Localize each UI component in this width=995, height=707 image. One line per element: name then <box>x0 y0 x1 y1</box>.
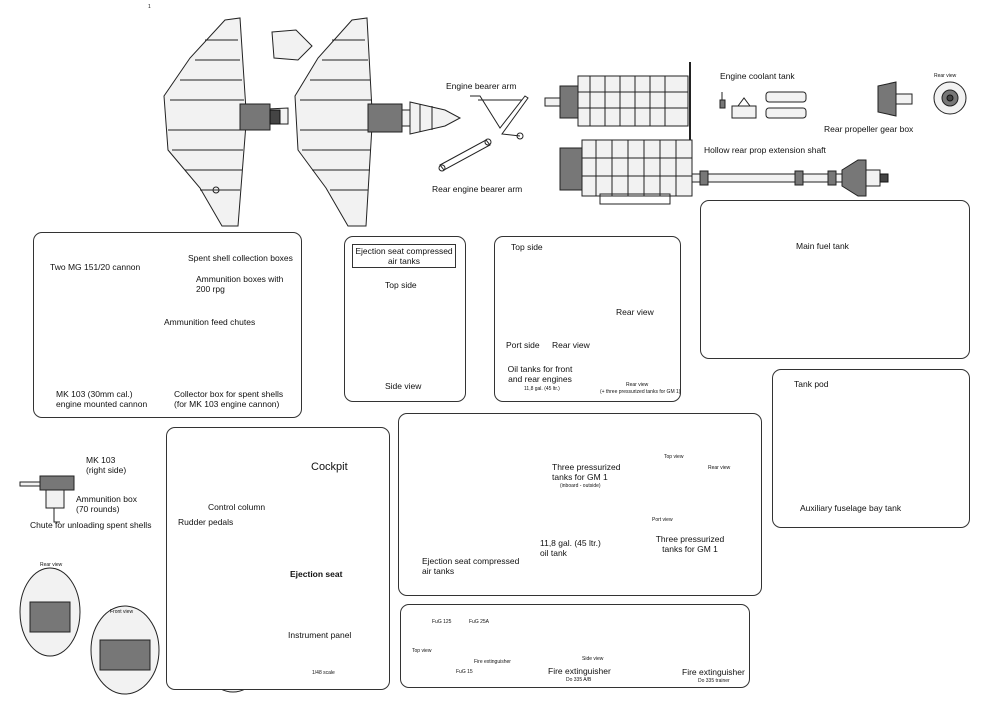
mk103-side-drawing <box>19 475 160 695</box>
control-column-label: Control column <box>208 502 266 512</box>
three-tanks-label: Three pressurized tanks for GM 1 <box>552 462 621 482</box>
oil-top-side: Top side <box>511 242 543 252</box>
fug15-label: FuG 15 <box>456 669 473 675</box>
instrument-panel-label: Instrument panel <box>288 630 352 640</box>
ejection-air-panel <box>344 236 466 402</box>
engine-bearer-arm <box>470 95 529 140</box>
fire-ext-1-note: Do 335 A/B <box>566 677 592 683</box>
oil-tank-label: 11,8 gal. (45 ltr.) oil tank <box>540 538 601 558</box>
cannon-panel <box>33 232 302 418</box>
fire-ext-2-note: Do 335 trainer <box>698 678 730 684</box>
oil-rear-view-note: (+ three pressurized tanks for GM 1) <box>600 389 681 395</box>
rear-propeller-gear-box <box>841 159 889 197</box>
ejection-air-side-view: Side view <box>385 381 422 391</box>
aircraft-top-view-2 <box>294 17 462 227</box>
rear-engine-bearer-arm-label: Rear engine bearer arm <box>432 184 523 194</box>
engine-coolant-tank <box>719 91 807 119</box>
chute-label: Chute for unloading spent shells <box>30 520 152 530</box>
rear-prop-extension-shaft <box>691 170 843 186</box>
rear-engine <box>559 139 693 205</box>
scale-note: 1/48 scale <box>312 670 335 676</box>
three-tanks-label-2: Three pressurized tanks for GM 1 <box>655 534 725 554</box>
fire-extinguisher-panel <box>400 604 750 688</box>
rear-propeller-gear-box-label: Rear propeller gear box <box>824 124 914 134</box>
ammo-boxes-label: Ammunition boxes with 200 rpg <box>196 274 284 294</box>
fire-top-view: Top view <box>412 648 432 654</box>
mk103-front-view: Front view <box>110 609 134 615</box>
rear-view-label-top: Rear view <box>934 73 957 79</box>
ejection-air-title: Ejection seat compressed air tanks <box>352 244 456 268</box>
tank-pod-label: Tank pod <box>794 379 829 389</box>
seat-port-view: Port view <box>652 517 673 523</box>
oil-port-side: Port side <box>506 340 540 350</box>
seat-tank-panel <box>398 413 762 596</box>
collector-box-label: Collector box for spent shells (for MK 1… <box>174 389 284 409</box>
fuel-tank-panel <box>700 200 970 359</box>
oil-capacity: 11,8 gal. (45 ltr.) <box>524 386 560 392</box>
fire-ext-small: Fire extinguisher <box>474 659 511 665</box>
rudder-pedals-label: Rudder pedals <box>178 517 234 527</box>
fug25a-label: FuG 25A <box>469 619 490 625</box>
page-number: 1 <box>148 4 151 10</box>
mk103-engine-label: MK 103 (30mm cal.) engine mounted cannon <box>56 389 148 409</box>
spent-shell-boxes-label: Spent shell collection boxes <box>188 253 293 263</box>
engine-coolant-tank-label: Engine coolant tank <box>720 71 795 81</box>
oil-title: Oil tanks for front and rear engines <box>507 364 573 384</box>
seat-rear-view: Rear view <box>708 465 731 471</box>
ejection-air-top-side: Top side <box>385 280 417 290</box>
oil-tank-panel <box>494 236 681 402</box>
aircraft-top-view-1 <box>163 17 289 227</box>
hollow-shaft-label: Hollow rear prop extension shaft <box>704 145 826 155</box>
seat-top-view: Top view <box>664 454 684 460</box>
fug125-label: FuG 125 <box>432 619 452 625</box>
front-engine <box>544 62 691 140</box>
oil-rear-view-bottom: Rear view <box>626 382 649 388</box>
oil-rear-view-small: Rear view <box>552 340 590 350</box>
ammo-feed-chutes-label: Ammunition feed chutes <box>164 317 256 327</box>
tank-pod-panel <box>772 369 970 528</box>
oil-rear-view-right: Rear view <box>616 307 654 317</box>
three-tanks-note: (inboard - outside) <box>560 483 601 489</box>
mk103-rear-view: Rear view <box>40 562 63 568</box>
canopy-piece <box>271 29 313 61</box>
engine-bearer-arm-label: Engine bearer arm <box>446 81 517 91</box>
cockpit-panel <box>166 427 390 690</box>
fire-side-view: Side view <box>582 656 604 662</box>
mk103-label: MK 103 (right side) <box>86 455 127 475</box>
two-mg-label: Two MG 151/20 cannon <box>50 262 141 272</box>
ejection-seat-label: Ejection seat <box>290 569 343 579</box>
main-fuel-tank-label: Main fuel tank <box>796 241 849 251</box>
aux-tank-label: Auxiliary fuselage bay tank <box>800 503 902 513</box>
fire-ext-2: Fire extinguisher <box>682 667 745 677</box>
ejection-air-label-2: Ejection seat compressed air tanks <box>422 556 520 576</box>
cockpit-label: Cockpit <box>311 461 348 473</box>
gear-box-views <box>877 81 967 117</box>
fire-ext-1: Fire extinguisher <box>548 666 611 676</box>
rear-engine-bearer-arm <box>438 138 492 172</box>
ammo-box-label: Ammunition box (70 rounds) <box>76 494 137 514</box>
